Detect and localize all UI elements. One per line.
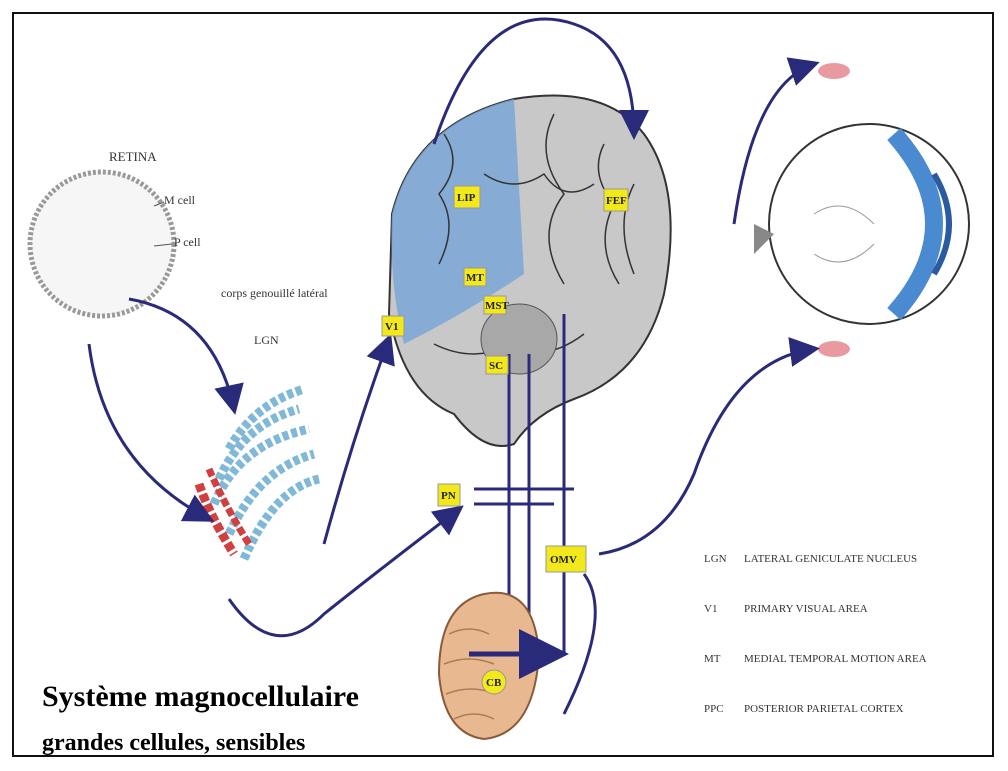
retina xyxy=(30,172,174,316)
subtitle: grandes cellules, sensibles xyxy=(42,730,305,756)
svg-text:CB: CB xyxy=(486,677,502,689)
svg-text:POSTERIOR PARIETAL CORTEX: POSTERIOR PARIETAL CORTEX xyxy=(744,703,904,715)
area-label-cb: CB xyxy=(482,670,506,694)
title: Système magnocellulaire xyxy=(42,680,359,713)
svg-text:OMV: OMV xyxy=(550,554,577,566)
area-label-pn: PN xyxy=(438,484,460,506)
legend: LGN LATERAL GENICULATE NUCLEUS V1 PRIMAR… xyxy=(704,553,927,715)
magnocellular-diagram: RETINA M cell P cell LGN corps genouillé… xyxy=(14,14,994,757)
corps-genouille-label: corps genouillé latéral xyxy=(221,286,328,300)
legend-row: PPC POSTERIOR PARIETAL CORTEX xyxy=(704,703,904,715)
area-label-mt: MT xyxy=(464,268,486,286)
svg-text:PN: PN xyxy=(441,490,456,502)
legend-row: MT MEDIAL TEMPORAL MOTION AREA xyxy=(704,653,927,665)
svg-text:FEF: FEF xyxy=(606,195,627,207)
legend-row: LGN LATERAL GENICULATE NUCLEUS xyxy=(704,553,917,565)
m-cell-label: M cell xyxy=(164,193,196,207)
svg-text:LATERAL GENICULATE NUCLEUS: LATERAL GENICULATE NUCLEUS xyxy=(744,553,917,565)
svg-text:PPC: PPC xyxy=(704,703,724,715)
area-label-sc: SC xyxy=(486,356,508,374)
svg-text:MEDIAL TEMPORAL MOTION AREA: MEDIAL TEMPORAL MOTION AREA xyxy=(744,653,927,665)
cerebellum xyxy=(439,593,539,739)
diagram-frame: RETINA M cell P cell LGN corps genouillé… xyxy=(12,12,994,757)
lgn-layers xyxy=(199,389,319,559)
area-label-v1: V1 xyxy=(382,316,404,336)
svg-text:LIP: LIP xyxy=(457,192,476,204)
lgn-label: LGN xyxy=(254,333,279,347)
svg-text:LGN: LGN xyxy=(704,553,727,565)
area-label-fef: FEF xyxy=(604,189,628,211)
svg-text:MT: MT xyxy=(466,272,484,284)
svg-text:MST: MST xyxy=(485,300,510,312)
area-label-mst: MST xyxy=(484,296,510,314)
legend-row: V1 PRIMARY VISUAL AREA xyxy=(704,603,868,615)
retina-label: RETINA xyxy=(109,149,157,164)
p-cell-label: P cell xyxy=(174,235,201,249)
area-label-omv: OMV xyxy=(546,546,586,572)
svg-text:SC: SC xyxy=(489,360,503,372)
area-label-lip: LIP xyxy=(454,186,480,208)
svg-text:V1: V1 xyxy=(704,603,717,615)
svg-text:PRIMARY VISUAL AREA: PRIMARY VISUAL AREA xyxy=(744,603,868,615)
svg-text:V1: V1 xyxy=(385,321,398,333)
svg-text:MT: MT xyxy=(704,653,721,665)
eye xyxy=(754,63,969,357)
